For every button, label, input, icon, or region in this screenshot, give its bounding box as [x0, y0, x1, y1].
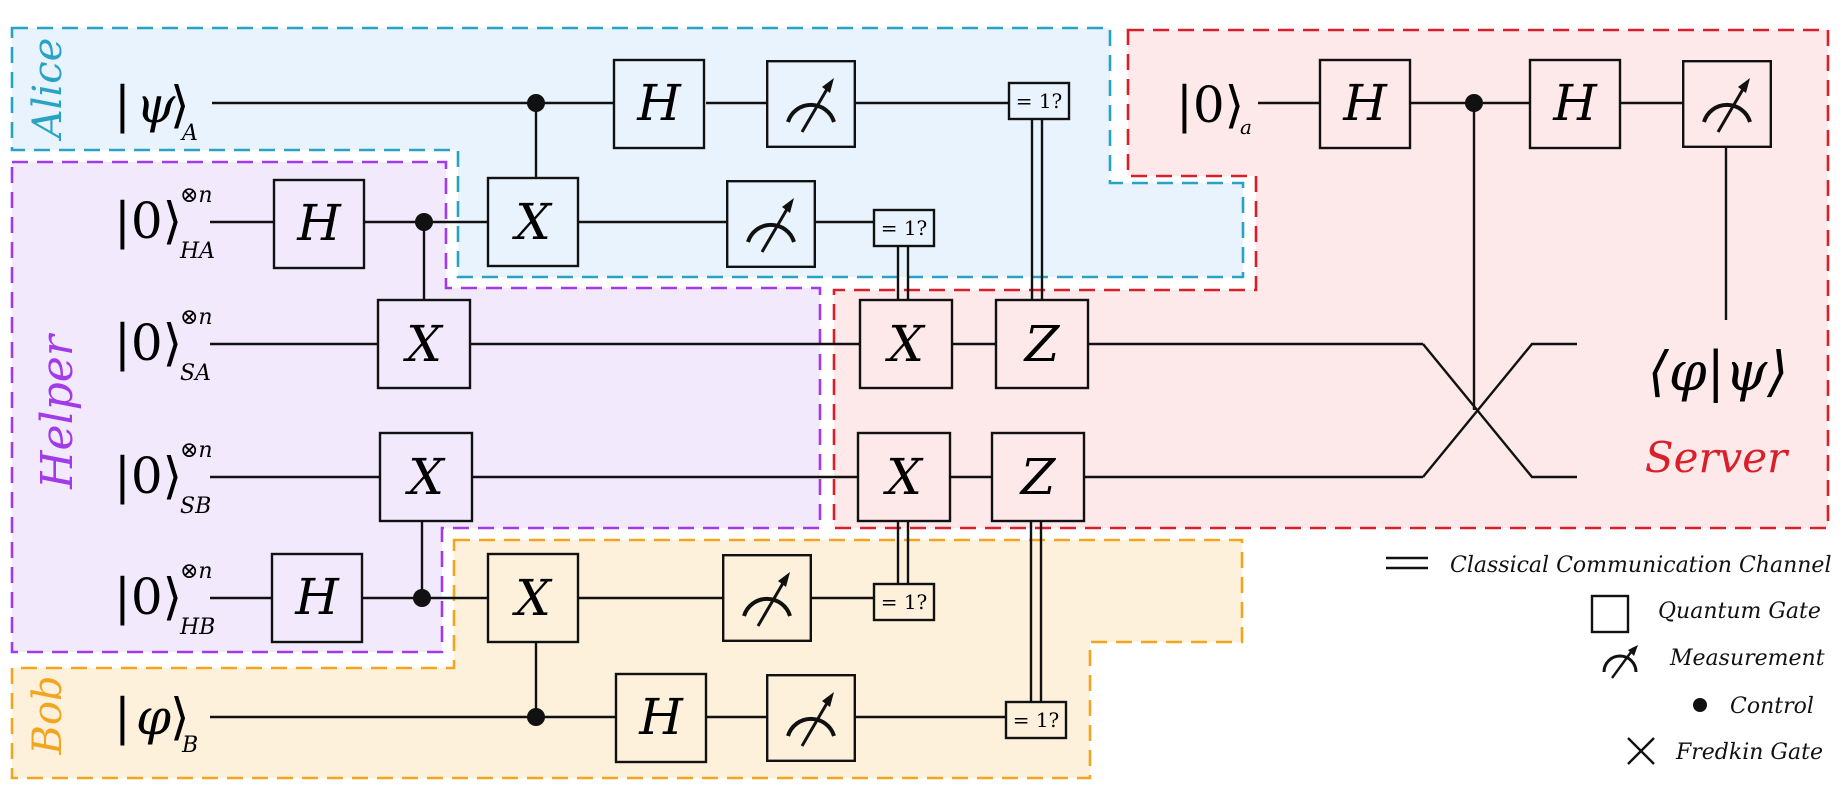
- qubit-superscript: ⊗n: [180, 559, 213, 584]
- control-dot: [527, 94, 545, 112]
- qubit-psi-A: | ψ ⟩ A: [114, 76, 198, 146]
- legend-measurement: Measurement: [1669, 646, 1825, 671]
- server-region: [832, 28, 1830, 530]
- control-dot: [413, 589, 431, 607]
- z-correction-SA: Z: [994, 298, 1090, 390]
- control-dot: [1465, 94, 1483, 112]
- h-gate-bob: H: [614, 672, 708, 764]
- check-box-HA: = 1?: [872, 208, 936, 248]
- control-dot: [415, 213, 433, 231]
- fredkin-icon: [1627, 737, 1655, 765]
- svg-text:H: H: [296, 194, 342, 252]
- qubit-symbol: φ: [136, 688, 171, 746]
- qubit-superscript: ⊗n: [180, 183, 213, 208]
- svg-text:= 1?: = 1?: [1013, 708, 1060, 732]
- cnot-target-SB: X: [378, 431, 474, 523]
- qubit-zero-a: |0⟩ a: [1176, 76, 1252, 139]
- control-dot: [527, 708, 545, 726]
- qubit-zero-SB: |0⟩ ⊗n SB: [114, 438, 213, 519]
- check-box-HB: = 1?: [872, 582, 936, 622]
- legend-control: Control: [1730, 694, 1814, 719]
- legend-quantum-gate: Quantum Gate: [1658, 599, 1821, 624]
- svg-text:|0⟩: |0⟩: [1176, 76, 1244, 134]
- qubit-zero-HA: |0⟩ ⊗n HA: [114, 183, 215, 264]
- svg-text:|0⟩: |0⟩: [114, 447, 182, 505]
- cnot-target-alice: X: [486, 176, 580, 268]
- h-gate-HA: H: [272, 178, 366, 270]
- svg-text:|0⟩: |0⟩: [114, 568, 182, 626]
- qubit-subscript: HB: [179, 615, 215, 640]
- qubit-subscript: A: [180, 121, 198, 146]
- qubit-subscript: a: [1240, 115, 1252, 139]
- x-correction-SA: X: [858, 298, 954, 390]
- svg-text:= 1?: = 1?: [881, 216, 928, 240]
- controls: [413, 94, 1483, 726]
- svg-text:|0⟩: |0⟩: [114, 314, 182, 372]
- x-correction-SB: X: [856, 431, 952, 523]
- server-label: Server: [1645, 433, 1790, 482]
- svg-text:Z: Z: [1023, 315, 1061, 373]
- svg-text:X: X: [511, 193, 553, 251]
- svg-text:|0⟩: |0⟩: [114, 192, 182, 250]
- svg-text:X: X: [402, 315, 444, 373]
- svg-text:H: H: [294, 568, 340, 626]
- qubit-phi-B: | φ ⟩ B: [114, 688, 198, 758]
- qubit-superscript: ⊗n: [180, 438, 213, 463]
- qubit-subscript: SB: [180, 494, 211, 519]
- svg-text:= 1?: = 1?: [1016, 89, 1063, 113]
- svg-text:= 1?: = 1?: [881, 590, 928, 614]
- qubit-superscript: ⊗n: [180, 305, 213, 330]
- helper-label: Helper: [32, 332, 83, 490]
- inner-product-label: ⟨φ|ψ⟩: [1648, 340, 1788, 403]
- svg-text:|: |: [114, 688, 131, 746]
- cnot-target-SA: X: [376, 298, 472, 390]
- svg-text:H: H: [1552, 74, 1598, 132]
- qubit-subscript: B: [181, 733, 198, 758]
- qubit-zero-HB: |0⟩ ⊗n HB: [114, 559, 215, 640]
- legend: Classical Communication Channel Quantum …: [1386, 553, 1831, 765]
- svg-text:H: H: [1342, 74, 1388, 132]
- qubit-subscript: SA: [180, 361, 211, 386]
- bob-label: Bob: [25, 675, 71, 755]
- h-gate-ancilla-1: H: [1318, 58, 1412, 150]
- cnot-target-bob: X: [486, 552, 580, 644]
- svg-text:H: H: [636, 74, 682, 132]
- qubit-zero-SA: |0⟩ ⊗n SA: [114, 305, 213, 386]
- svg-text:X: X: [511, 569, 553, 627]
- svg-text:⟩: ⟩: [170, 76, 190, 134]
- control-dot-icon: [1693, 698, 1707, 712]
- classical-channels: [896, 118, 1044, 702]
- svg-text:X: X: [882, 448, 924, 506]
- measurement-icon: [1602, 645, 1638, 679]
- legend-fredkin: Fredkin Gate: [1675, 740, 1823, 765]
- svg-text:H: H: [638, 688, 684, 746]
- h-gate-HB: H: [270, 552, 364, 644]
- svg-text:X: X: [884, 315, 926, 373]
- svg-text:|: |: [114, 76, 131, 134]
- svg-text:X: X: [404, 448, 446, 506]
- qubit-subscript: HA: [179, 239, 215, 264]
- check-box-psi: = 1?: [1007, 81, 1071, 121]
- helper-region: [10, 160, 822, 654]
- svg-text:Z: Z: [1019, 448, 1057, 506]
- alice-region: [10, 26, 1245, 279]
- alice-label: Alice: [25, 38, 71, 143]
- swap-cross: [1422, 343, 1577, 479]
- z-correction-SB: Z: [990, 431, 1086, 523]
- check-box-phi: = 1?: [1004, 700, 1068, 740]
- svg-text:⟩: ⟩: [170, 688, 190, 746]
- h-gate-alice: H: [612, 58, 706, 150]
- legend-classical: Classical Communication Channel: [1450, 553, 1831, 578]
- qubit-symbol: ψ: [136, 76, 176, 134]
- h-gate-ancilla-2: H: [1528, 58, 1622, 150]
